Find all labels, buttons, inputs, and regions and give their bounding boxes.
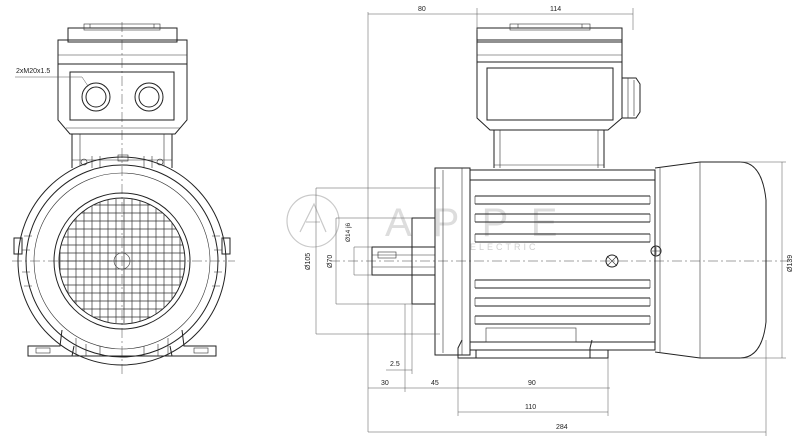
dim-bottom-45: 45 [431, 380, 439, 387]
dim-bottom-90: 90 [528, 380, 536, 387]
dim-top-left: 80 [418, 6, 426, 13]
terminal-box-adapter [71, 134, 173, 168]
motor-frame-body [457, 169, 662, 359]
terminal-box-side [476, 23, 641, 168]
dim-bottom-30: 30 [381, 380, 389, 387]
dim-body-diameter: Ø139 [787, 255, 794, 272]
dim-spigot-diameter: Ø70 [327, 255, 334, 268]
front-view: 2xM20x1.5 [12, 22, 235, 375]
dim-flange-diameter: Ø105 [305, 253, 312, 270]
cable-gland-right [134, 82, 164, 112]
cable-gland-left [81, 82, 111, 112]
motor-feet-front [27, 329, 217, 357]
watermark-brand: A P P E [385, 201, 563, 245]
cable-entry-label: 2xM20x1.5 [16, 68, 50, 75]
watermark: A P P E ELECTRIC [286, 194, 563, 252]
dim-shaft-offset: 2.5 [390, 361, 400, 368]
dim-bottom-110: 110 [525, 404, 536, 411]
watermark-logo-icon [299, 202, 327, 233]
dim-overall-length: 284 [556, 424, 568, 431]
side-view: 80 114 Ø105 Ø70 Ø14 j6 Ø139 2.5 [305, 6, 794, 436]
dim-shaft-diameter: Ø14 j6 [345, 222, 352, 242]
ground-screw-icon [605, 254, 619, 268]
fan-cover-side [654, 161, 767, 359]
fan-cover-grille [59, 199, 185, 323]
dim-top-right: 114 [550, 6, 561, 13]
motor-end-shield [13, 156, 231, 366]
terminal-box-front: 2xM20x1.5 [15, 23, 188, 135]
drive-end-flange [371, 167, 471, 356]
watermark-subtitle: ELECTRIC [470, 242, 539, 252]
dimensions: 80 114 Ø105 Ø70 Ø14 j6 Ø139 2.5 [305, 6, 794, 436]
